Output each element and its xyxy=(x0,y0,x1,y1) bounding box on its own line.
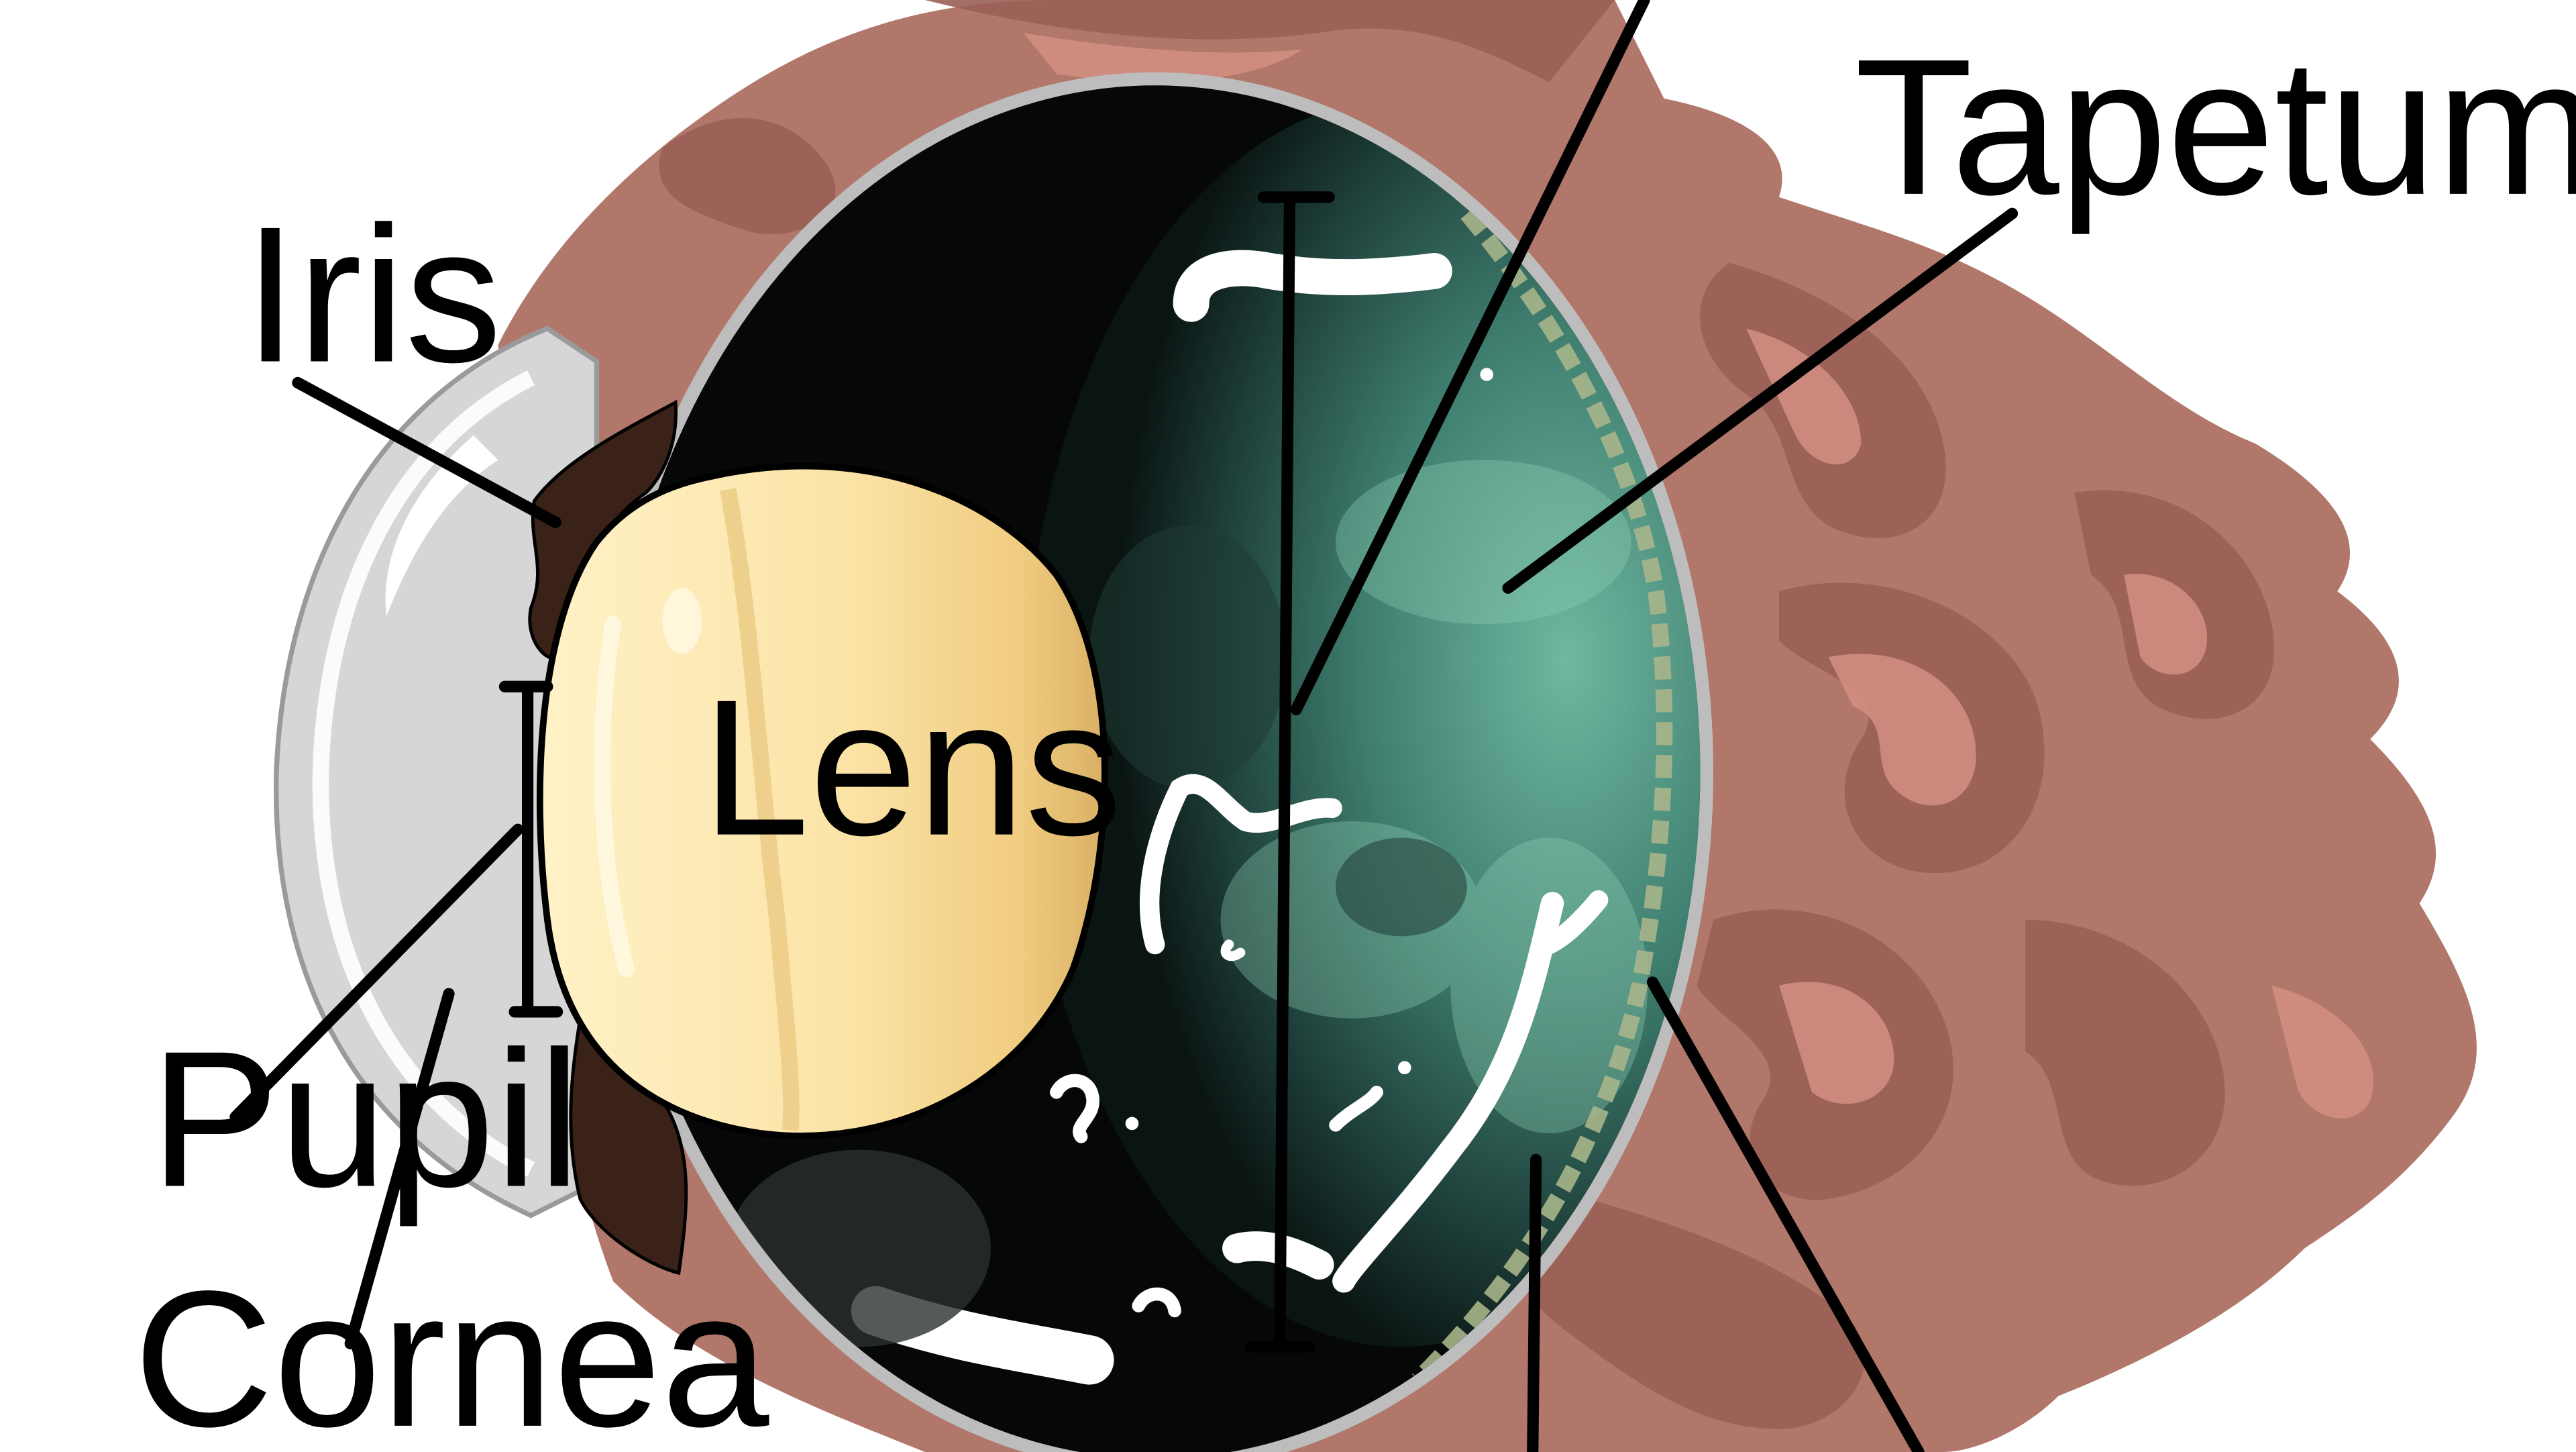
reflection-streak xyxy=(1329,1086,1383,1132)
tapetum-shadow xyxy=(1089,525,1287,789)
reflection-dot xyxy=(1398,1061,1411,1074)
tapetum-label: Tapetum xyxy=(1855,19,2576,236)
muscle-highlight xyxy=(1023,32,1303,83)
leader-lines xyxy=(229,0,2019,1452)
reflection-dot xyxy=(1480,368,1493,381)
reflection-streak xyxy=(1132,1287,1181,1318)
retina-layer xyxy=(1411,208,1673,1386)
muscle-fold xyxy=(2025,919,2225,1186)
reflection-streak xyxy=(1173,250,1452,322)
muscle-fold xyxy=(925,0,1615,83)
cornea-leader xyxy=(344,988,455,1350)
pupil-measure-bar xyxy=(498,680,564,1018)
cornea-inner-rim xyxy=(312,370,535,1177)
lens-suture xyxy=(720,488,800,1131)
reflection-dot xyxy=(1125,1117,1139,1131)
lens-label: Lens xyxy=(702,660,1122,876)
iris-leader xyxy=(292,376,561,529)
lens xyxy=(536,462,1108,1139)
pupil-leader xyxy=(229,823,524,1123)
labels: Iris Lens Pupil Cornea Tapetum xyxy=(133,19,2576,1452)
tapetum-leader xyxy=(1502,207,2019,594)
muscle-fold xyxy=(1504,1182,1865,1429)
tapetum-shadow xyxy=(1335,837,1467,937)
lower-retina-leader xyxy=(1527,1153,1542,1452)
lens-highlight xyxy=(662,588,702,654)
muscle-highlight xyxy=(1746,328,1862,465)
muscle-fold xyxy=(659,117,836,235)
globe-axis-bar xyxy=(1244,191,1335,1353)
top-leader xyxy=(1290,0,1650,716)
reflection-streak xyxy=(1220,939,1246,962)
reflection-streak xyxy=(1050,1074,1099,1143)
iris-label: Iris xyxy=(244,187,502,403)
muscle-highlight xyxy=(2271,985,2373,1119)
muscle-highlight xyxy=(2124,574,2207,675)
lower-sclera-leader xyxy=(1646,976,1925,1452)
muscle-highlight xyxy=(1828,654,1976,806)
reflection-streak xyxy=(1539,890,1609,955)
muscle-highlight xyxy=(1778,982,1894,1104)
lens-shine xyxy=(594,615,635,978)
pupil-label: Pupil xyxy=(150,1011,581,1228)
tapetum-glow xyxy=(1335,460,1631,625)
cornea-label: Cornea xyxy=(133,1251,770,1452)
reflection-streak xyxy=(1332,892,1564,1293)
